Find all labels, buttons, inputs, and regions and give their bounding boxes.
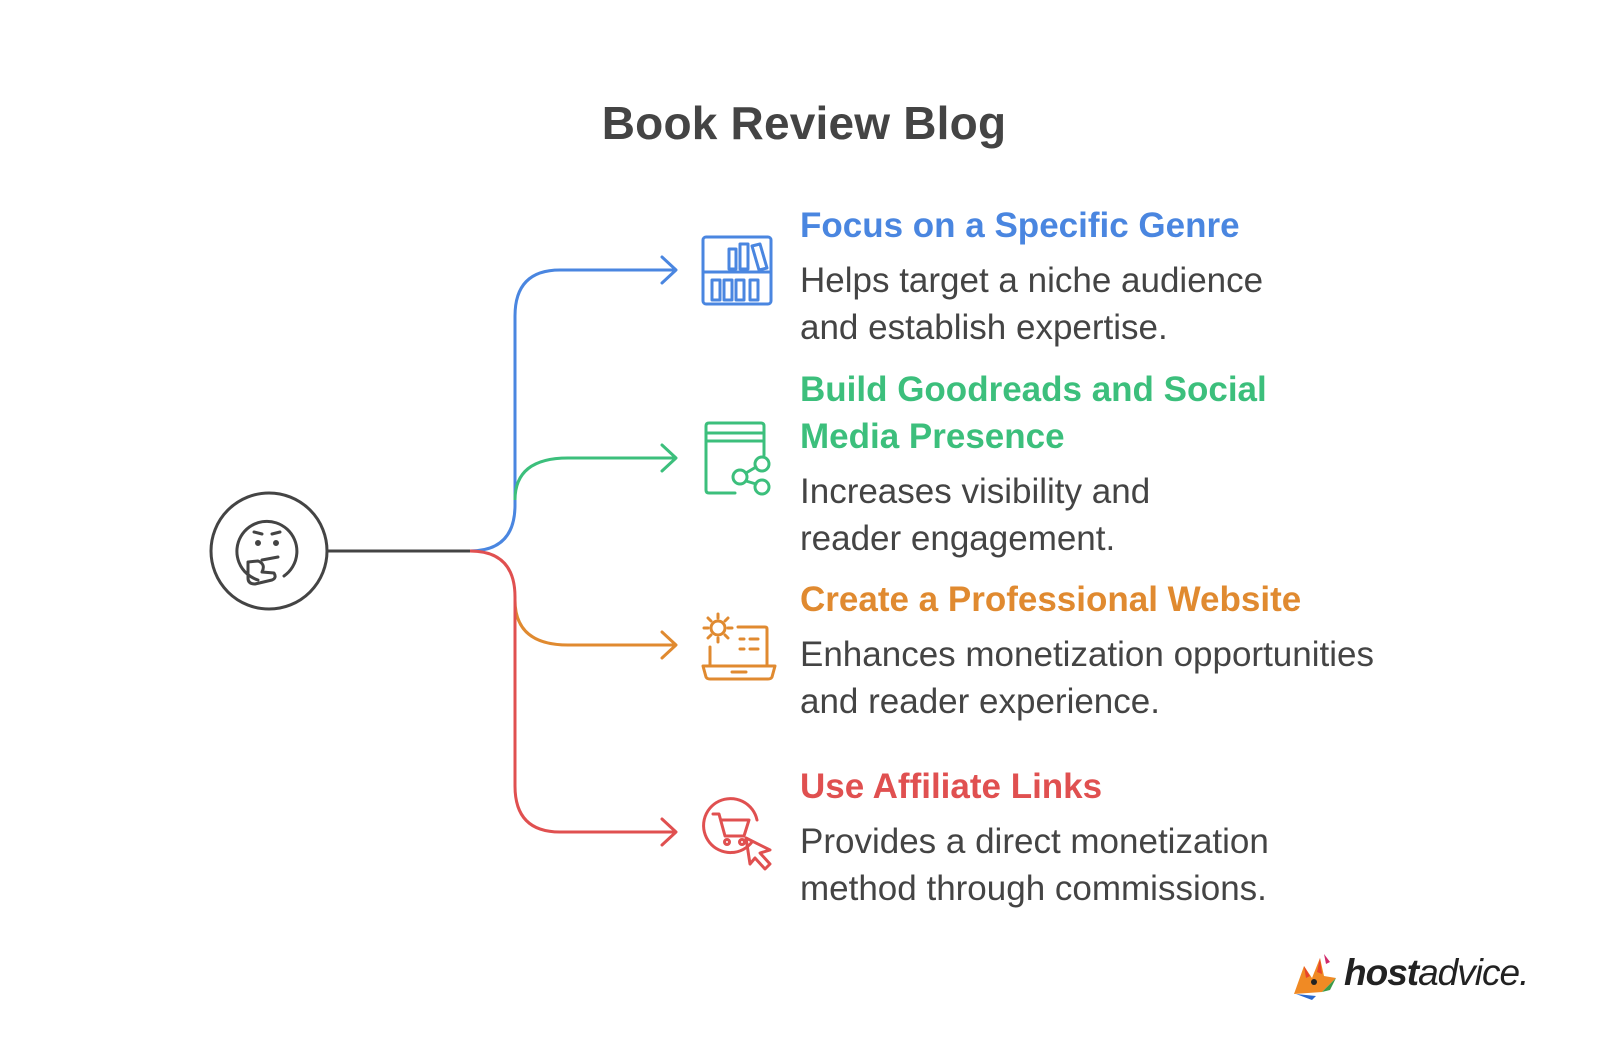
branch-heading-line: Focus on a Specific Genre xyxy=(800,206,1240,245)
branch-heading: Create a Professional Website xyxy=(800,576,1374,623)
branch-genre: Focus on a Specific Genre Helps target a… xyxy=(800,202,1263,351)
laptop-settings-icon xyxy=(701,612,777,681)
branch-description-line: Helps target a niche audience xyxy=(800,261,1264,300)
branch-website: Create a Professional Website Enhances m… xyxy=(800,576,1374,725)
branch-description-line: method through commissions. xyxy=(800,869,1267,908)
branch-heading: Use Affiliate Links xyxy=(800,763,1269,810)
branch-heading: Build Goodreads and Social Media Presenc… xyxy=(800,366,1267,460)
branch-connector-genre xyxy=(469,268,676,553)
branch-heading-line: Media Presence xyxy=(800,417,1065,456)
branch-connector-website xyxy=(513,599,676,647)
book-share-icon xyxy=(704,421,771,496)
branch-connector-social xyxy=(513,456,676,501)
arrowhead-genre xyxy=(660,255,678,285)
page-title: Book Review Blog xyxy=(601,97,1007,149)
branch-heading: Focus on a Specific Genre xyxy=(800,202,1263,249)
branch-heading-line: Create a Professional Website xyxy=(800,580,1302,619)
arrowhead-affiliate xyxy=(660,817,678,847)
branch-heading-line: Build Goodreads and Social xyxy=(800,370,1267,409)
branch-connector-affiliate xyxy=(469,549,676,834)
arrowhead-social xyxy=(660,443,678,473)
thinking-face-icon xyxy=(235,519,299,586)
hostadvice-logo: hostadvice. xyxy=(1286,948,1536,1008)
fox-mascot-icon xyxy=(1294,954,1336,1000)
branch-description: Provides a direct monetization method th… xyxy=(800,818,1269,912)
branch-description-line: reader engagement. xyxy=(800,519,1116,558)
branch-description-line: Increases visibility and xyxy=(800,472,1151,511)
logo-wordmark-regular: advice. xyxy=(1418,952,1529,993)
cart-click-icon xyxy=(702,797,772,871)
branch-description-line: Provides a direct monetization xyxy=(800,822,1269,861)
arrowhead-website xyxy=(660,630,678,660)
branch-description-line: and establish expertise. xyxy=(800,308,1168,347)
branch-description: Increases visibility and reader engageme… xyxy=(800,468,1267,562)
branch-description-line: and reader experience. xyxy=(800,682,1160,721)
branch-description: Enhances monetization opportunities and … xyxy=(800,631,1374,725)
branch-description: Helps target a niche audience and establ… xyxy=(800,257,1263,351)
bookshelf-icon xyxy=(701,235,773,306)
branch-affiliate: Use Affiliate Links Provides a direct mo… xyxy=(800,763,1269,912)
branch-description-line: Enhances monetization opportunities xyxy=(800,635,1374,674)
logo-wordmark-bold: host xyxy=(1344,952,1419,993)
branch-heading-line: Use Affiliate Links xyxy=(800,767,1103,806)
logo-wordmark: hostadvice. xyxy=(1344,952,1529,994)
center-node xyxy=(209,491,329,611)
branch-social: Build Goodreads and Social Media Presenc… xyxy=(800,366,1267,562)
